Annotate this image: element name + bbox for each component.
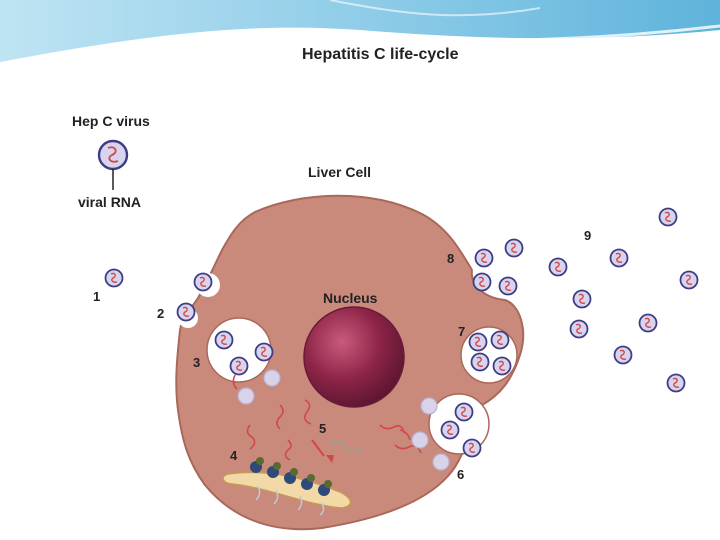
endoplasmic-reticulum bbox=[222, 471, 352, 509]
legend-virus-label: Hep C virus bbox=[72, 113, 150, 129]
step-label-7: 7 bbox=[458, 324, 466, 339]
legend-virus-icon bbox=[97, 139, 129, 171]
secretory-vesicle-7 bbox=[460, 326, 518, 384]
nucleus-label: Nucleus bbox=[323, 290, 378, 306]
diagram-title: Hepatitis C life-cycle bbox=[302, 46, 459, 63]
step-label-3: 3 bbox=[193, 355, 201, 370]
nucleus bbox=[303, 306, 405, 408]
step-label-1: 1 bbox=[93, 289, 101, 304]
step-label-4: 4 bbox=[230, 448, 238, 463]
step-label-2: 2 bbox=[157, 306, 165, 321]
viral-rna-strands bbox=[232, 374, 422, 461]
header-decoration bbox=[0, 0, 720, 74]
rna-arrow bbox=[326, 455, 334, 463]
liver-cell-label: Liver Cell bbox=[308, 164, 372, 180]
legend-rna-label: viral RNA bbox=[78, 194, 142, 210]
replication-complex bbox=[329, 440, 363, 453]
step-label-8: 8 bbox=[447, 251, 455, 266]
step-label-9: 9 bbox=[584, 228, 592, 243]
step-label-5: 5 bbox=[319, 421, 327, 436]
step-label-6: 6 bbox=[457, 467, 465, 482]
ribosome-cluster bbox=[250, 457, 332, 516]
